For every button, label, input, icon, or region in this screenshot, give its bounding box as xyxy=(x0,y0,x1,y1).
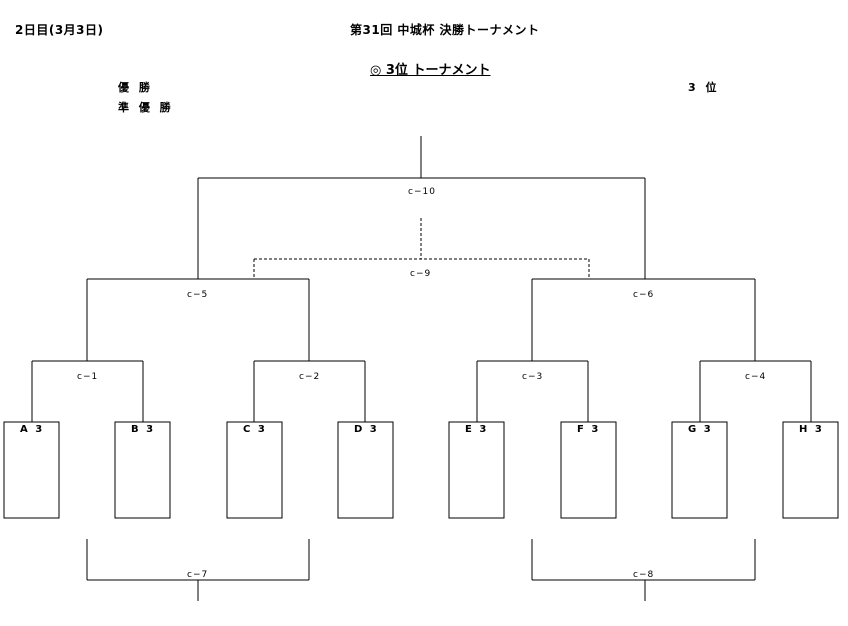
team-label-h3: H 3 xyxy=(799,424,824,435)
page-title: 第31回 中城杯 決勝トーナメント xyxy=(350,23,540,37)
match-label-c8: c−8 xyxy=(633,570,655,580)
match-label-c10: c−10 xyxy=(408,187,436,197)
match-label-c4: c−4 xyxy=(745,372,767,382)
runner-up-label: 準 優 勝 xyxy=(118,101,174,114)
match-label-c2: c−2 xyxy=(299,372,321,382)
team-label-f3: F 3 xyxy=(577,424,601,435)
date-label: 2日目(3月3日) xyxy=(15,23,104,37)
team-label-g3: G 3 xyxy=(688,424,713,435)
match-label-c3: c−3 xyxy=(522,372,544,382)
team-label-c3: C 3 xyxy=(243,424,267,435)
team-label-d3: D 3 xyxy=(354,424,379,435)
third-place-label: 3 位 xyxy=(688,81,720,94)
match-label-c1: c−1 xyxy=(77,372,99,382)
team-label-a3: A 3 xyxy=(20,424,45,435)
match-label-c9: c−9 xyxy=(410,269,432,279)
team-label-b3: B 3 xyxy=(131,424,156,435)
winner-label: 優 勝 xyxy=(118,81,153,94)
match-label-c5: c−5 xyxy=(187,290,209,300)
team-label-e3: E 3 xyxy=(465,424,489,435)
tournament-subtitle: ◎ 3位 トーナメント xyxy=(370,63,491,78)
match-label-c6: c−6 xyxy=(633,290,655,300)
match-label-c7: c−7 xyxy=(187,570,209,580)
